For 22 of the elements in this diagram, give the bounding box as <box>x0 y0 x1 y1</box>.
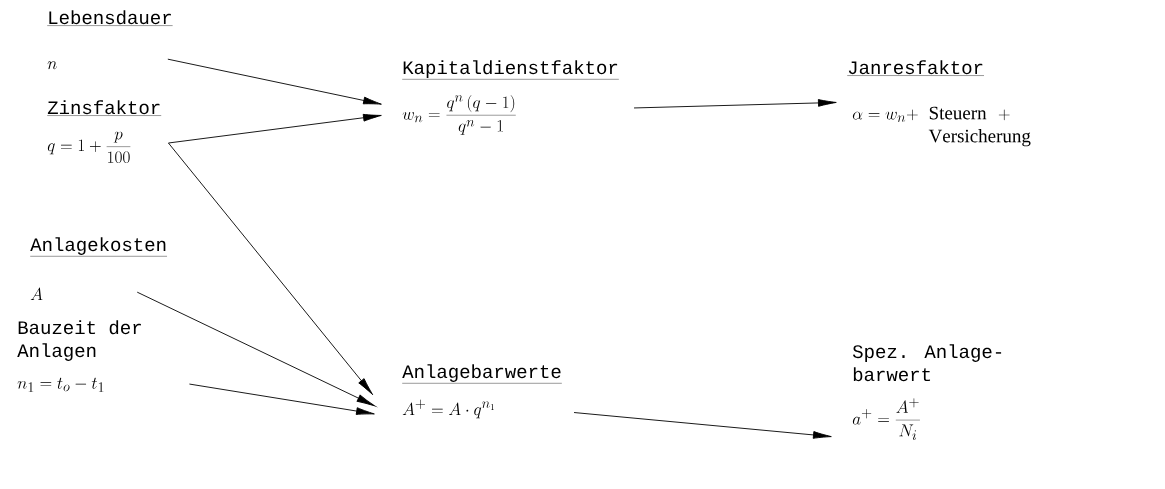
heading: Zinsfaktor <box>47 100 162 116</box>
arrow <box>136 291 376 407</box>
formula: $q = 1 + \frac{p}{100}$ <box>47 131 131 164</box>
arrow <box>168 142 374 396</box>
arrow <box>168 113 382 144</box>
formula: $A^+ = A \cdot q^{n_1}$ <box>402 399 494 419</box>
arrow <box>633 99 837 109</box>
arrow <box>573 412 832 439</box>
heading: Kapitaldienstfaktor <box>402 60 620 80</box>
heading: Anlagekosten <box>30 237 168 257</box>
formula: $n$ <box>47 61 57 70</box>
arrow <box>167 58 382 105</box>
formula: $a^+ = \frac{A^+}{N_i}$ <box>852 398 920 440</box>
heading: Anlagebarwerte <box>402 364 563 384</box>
heading: Lebensdauer <box>47 10 173 26</box>
formula: $w_n = \frac{q^n\,(q - 1)}{q^n - 1}$ <box>402 94 516 135</box>
formula: $n_1 = t_o - t_1$ <box>17 377 104 392</box>
formula: $A$ <box>30 287 43 300</box>
formula: $\begin{array}{ll}\alpha = w_n + & \mathrm{Steuern}\ + \\ & \mathrm{Versicherung}\end{array}$ <box>852 106 1031 147</box>
heading: Janresfaktor <box>847 60 985 76</box>
heading: Bauzeit der Anlagen <box>17 320 141 361</box>
heading: Spez. Anlage- barwert <box>852 344 1002 382</box>
